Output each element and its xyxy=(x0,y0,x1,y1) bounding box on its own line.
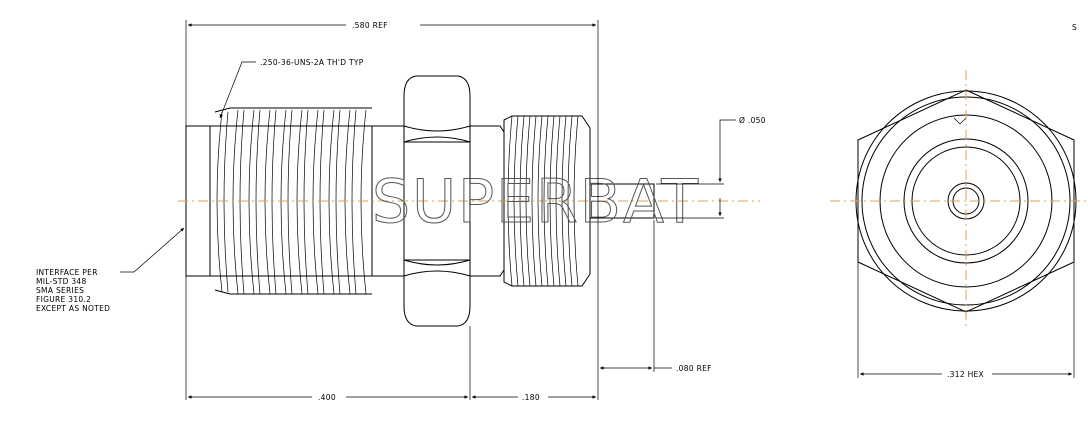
note-line-3: SMA SERIES xyxy=(36,286,84,295)
dimension-overall: .580 REF xyxy=(185,20,599,400)
right-neck xyxy=(470,125,505,277)
note-line-4: FIGURE 310.2 xyxy=(36,295,91,304)
dimension-pin-length: .080 REF xyxy=(600,220,712,373)
right-thread-body xyxy=(503,115,591,287)
pin-length-label: .080 REF xyxy=(676,364,712,373)
note-line-1: INTERFACE PER xyxy=(36,268,98,277)
side-view xyxy=(178,75,760,327)
watermark: SUPERBAT xyxy=(372,167,700,237)
note-line-2: MIL-STD 348 xyxy=(36,277,87,286)
left-thread-crest xyxy=(214,107,372,295)
end-view-tab xyxy=(953,117,967,125)
left-length-label: .400 xyxy=(318,393,336,402)
thread-spec-label: .250-36-UNS-2A TH'D TYP xyxy=(260,58,364,67)
dimension-bottom: .400 .180 xyxy=(185,276,596,402)
dimension-thread: .250-36-UNS-2A TH'D TYP xyxy=(219,58,364,119)
right-length-label: .180 xyxy=(522,393,540,402)
left-threads xyxy=(216,109,367,295)
dimension-diameter: Ø .050 xyxy=(656,116,766,219)
note-line-5: EXCEPT AS NOTED xyxy=(36,304,110,313)
hex-nut xyxy=(403,75,471,327)
diameter-label: Ø .050 xyxy=(739,116,766,125)
hex-size-label: .312 HEX xyxy=(947,370,984,379)
corner-fragment: S xyxy=(1072,23,1077,32)
interface-note: INTERFACE PER MIL-STD 348 SMA SERIES FIG… xyxy=(36,227,185,313)
dimension-hex: .312 HEX xyxy=(857,262,1075,379)
end-view xyxy=(830,70,1088,330)
overall-length-label: .580 REF xyxy=(352,21,388,30)
